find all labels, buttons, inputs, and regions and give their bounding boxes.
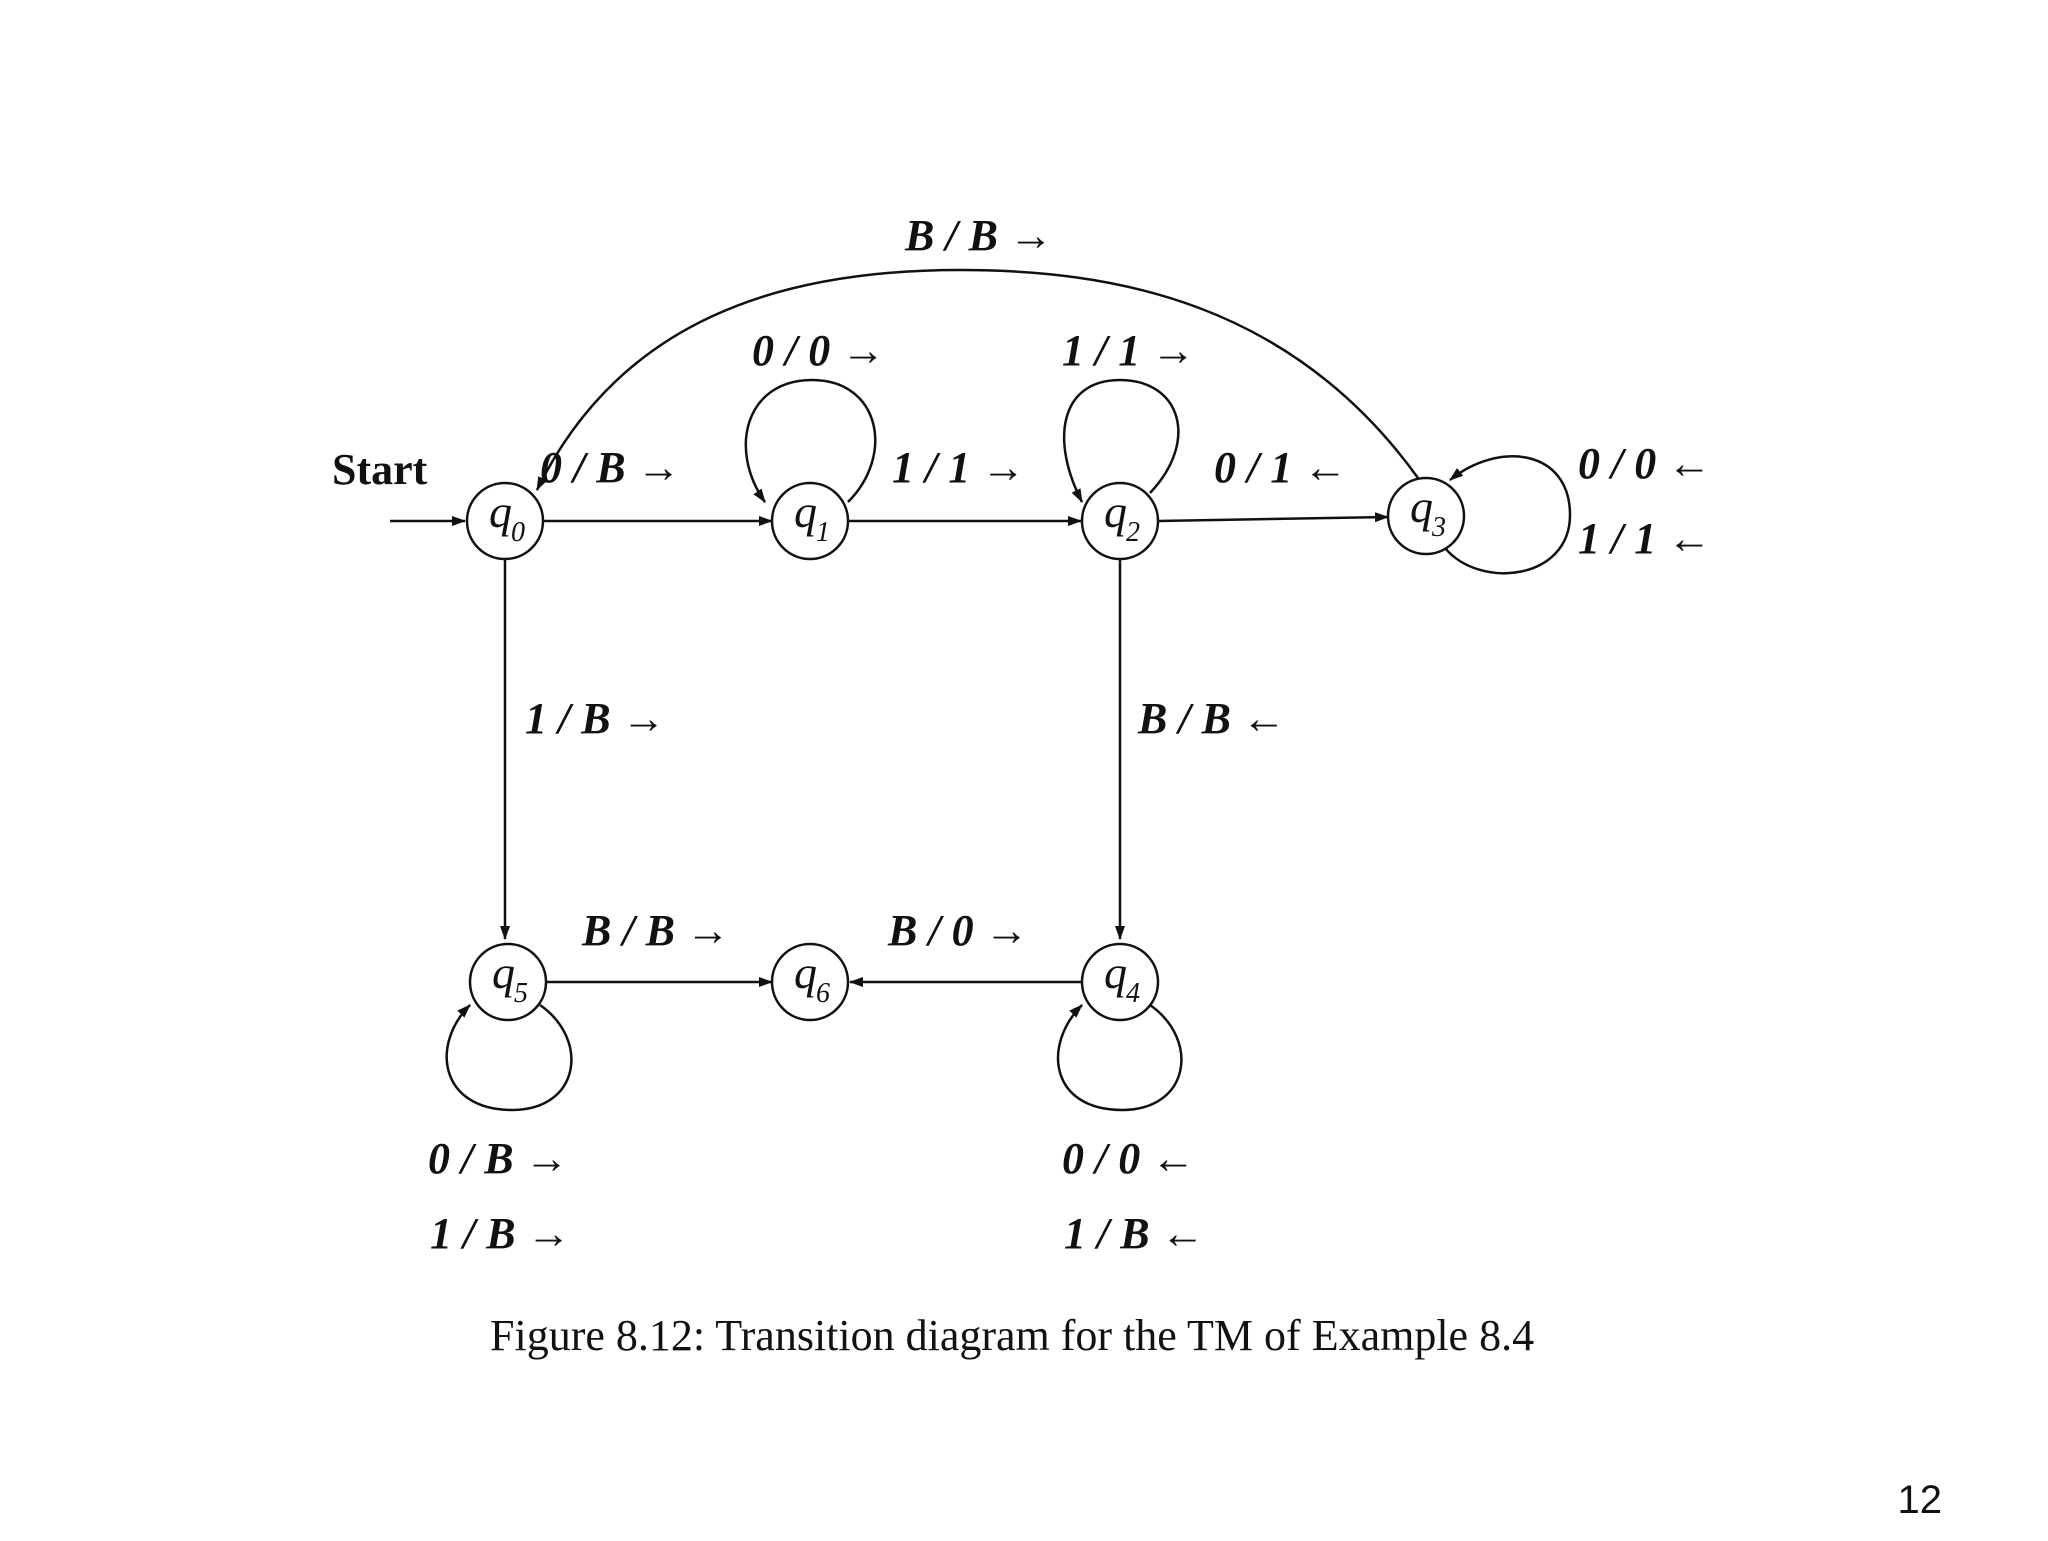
label-q0-q1: 0 / B → — [540, 443, 681, 492]
label-q2-q3: 0 / 1 ← — [1214, 443, 1347, 492]
edges — [390, 268, 1572, 1112]
state-q1-letter: q — [794, 486, 817, 537]
state-q2-letter: q — [1104, 486, 1127, 537]
state-q4-sub: 4 — [1126, 978, 1140, 1009]
loop-q3 — [1444, 455, 1572, 575]
label-q4-q4-b: 1 / B ← — [1064, 1209, 1205, 1258]
loop-q1 — [744, 378, 877, 503]
state-q4-letter: q — [1104, 947, 1127, 998]
state-q2[interactable]: q 2 — [1080, 481, 1160, 561]
state-q6-sub: 6 — [816, 978, 830, 1009]
state-q0[interactable]: q 0 — [465, 481, 545, 561]
edge-q3-q0 — [535, 268, 1420, 491]
state-q5-sub: 5 — [514, 978, 528, 1009]
states: q 0 q 1 q 2 q 3 q 4 — [465, 476, 1466, 1022]
edge-q2-q3 — [1157, 512, 1389, 523]
label-q5-q6: B / B → — [581, 906, 730, 955]
figure-caption: Figure 8.12: Transition diagram for the … — [490, 1311, 1535, 1360]
state-q1[interactable]: q 1 — [770, 481, 850, 561]
label-q1-q2: 1 / 1 → — [892, 443, 1025, 492]
label-q4-q6: B / 0 → — [887, 906, 1029, 955]
label-q3-q3-a: 0 / 0 ← — [1578, 439, 1711, 488]
state-q6[interactable]: q 6 — [770, 942, 850, 1022]
state-q3-letter: q — [1410, 481, 1433, 532]
loop-q2 — [1062, 378, 1180, 503]
state-q3-sub: 3 — [1431, 512, 1446, 543]
state-q0-letter: q — [489, 486, 512, 537]
state-q0-sub: 0 — [511, 517, 525, 548]
page-number: 12 — [1897, 1478, 1943, 1522]
state-q5[interactable]: q 5 — [468, 942, 548, 1022]
label-q1-q1: 0 / 0 → — [752, 326, 885, 375]
state-q2-sub: 2 — [1126, 517, 1140, 548]
labels: Start B / B → 0 / 0 → 1 / 1 → 0 / B → 1 … — [332, 211, 1711, 1258]
state-q3[interactable]: q 3 — [1386, 476, 1466, 556]
label-q5-q5-a: 0 / B → — [428, 1134, 569, 1183]
state-q4[interactable]: q 4 — [1080, 942, 1160, 1022]
label-q2-q4: B / B ← — [1137, 694, 1286, 743]
state-q5-letter: q — [492, 947, 515, 998]
label-q0-q5: 1 / B → — [525, 694, 666, 743]
label-q5-q5-b: 1 / B → — [430, 1209, 571, 1258]
label-q4-q4-a: 0 / 0 ← — [1062, 1134, 1195, 1183]
loop-q5 — [445, 1003, 573, 1112]
state-q6-letter: q — [794, 947, 817, 998]
loop-q4 — [1056, 1003, 1183, 1112]
label-q2-q2: 1 / 1 → — [1062, 326, 1195, 375]
state-q1-sub: 1 — [816, 517, 830, 548]
start-label: Start — [332, 445, 428, 494]
label-q3-q3-b: 1 / 1 ← — [1578, 514, 1711, 563]
label-q3-q0: B / B → — [904, 211, 1053, 260]
